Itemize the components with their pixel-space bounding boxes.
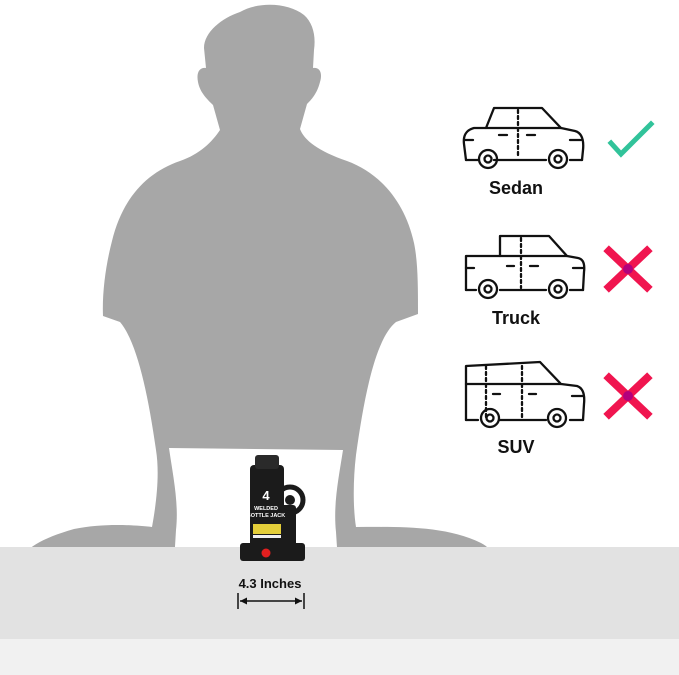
- vehicle-label-sedan: Sedan: [488, 178, 544, 198]
- vehicle-label-truck: Truck: [491, 308, 541, 328]
- table-surface: [0, 547, 679, 639]
- suv-icon: [464, 360, 586, 429]
- sedan-icon: [462, 106, 585, 170]
- bottle-jack-icon: [240, 455, 306, 561]
- cross-icon: [603, 372, 653, 420]
- cross-icon: [603, 245, 653, 293]
- truck-icon: [464, 234, 586, 300]
- person-silhouette: [22, 4, 493, 564]
- jack-capacity-number: 4: [262, 488, 270, 503]
- jack-label-line2: BOTTLE JACK: [247, 513, 286, 519]
- vehicle-label-suv: SUV: [497, 437, 535, 457]
- measurement-label: 4.3 Inches: [238, 576, 302, 591]
- width-dimension-arrow-icon: [237, 593, 305, 609]
- checkmark-icon: [607, 120, 655, 158]
- jack-label-line1: WELDED: [254, 506, 278, 512]
- floor: [0, 639, 679, 675]
